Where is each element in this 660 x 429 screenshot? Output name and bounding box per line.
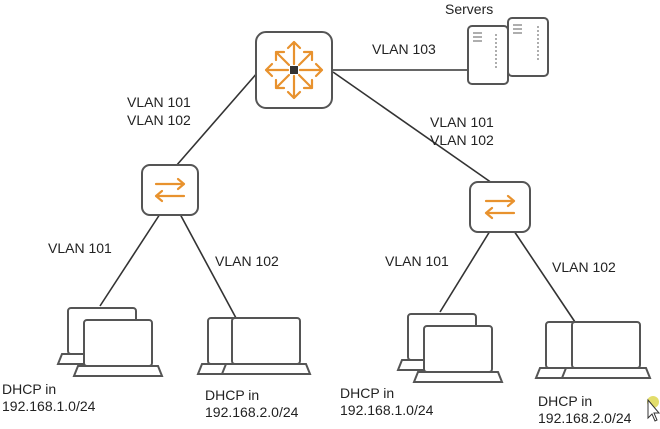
host-label: DHCP in	[538, 393, 592, 409]
core-switch-icon	[255, 31, 333, 109]
servers-label: Servers	[445, 1, 493, 17]
right-switch-icon	[469, 181, 531, 233]
mouse-cursor-icon	[647, 396, 660, 422]
link-left-b	[179, 213, 237, 319]
host-label: 192.168.2.0/24	[538, 410, 632, 426]
link-left-a	[99, 213, 161, 307]
host-label: 192.168.2.0/24	[205, 404, 299, 420]
laptop-icon	[397, 313, 503, 383]
vlan-label: VLAN 102	[430, 132, 494, 148]
vlan-label: VLAN 101	[385, 253, 449, 269]
vlan-label: VLAN 102	[127, 112, 191, 128]
vlan-label: VLAN 101	[127, 94, 191, 110]
laptop-icon	[197, 317, 311, 375]
vlan-label: VLAN 102	[215, 253, 279, 269]
link-core-left-switch	[175, 71, 259, 167]
vlan-label: VLAN 102	[552, 259, 616, 275]
host-label: 192.168.1.0/24	[2, 398, 96, 414]
laptop-icon	[57, 307, 163, 377]
vlan-label: VLAN 101	[430, 114, 494, 130]
host-label: 192.168.1.0/24	[340, 402, 434, 418]
host-label: DHCP in	[2, 381, 56, 397]
host-label: DHCP in	[340, 385, 394, 401]
host-label: DHCP in	[205, 387, 259, 403]
link-right-a	[439, 230, 491, 313]
left-switch-icon	[141, 164, 199, 216]
vlan-label: VLAN 103	[372, 41, 436, 57]
vlan-label: VLAN 101	[48, 240, 112, 256]
link-right-b	[513, 230, 576, 323]
server-icon	[467, 17, 549, 85]
laptop-icon	[535, 321, 651, 379]
link-core-right-switch	[332, 71, 493, 184]
